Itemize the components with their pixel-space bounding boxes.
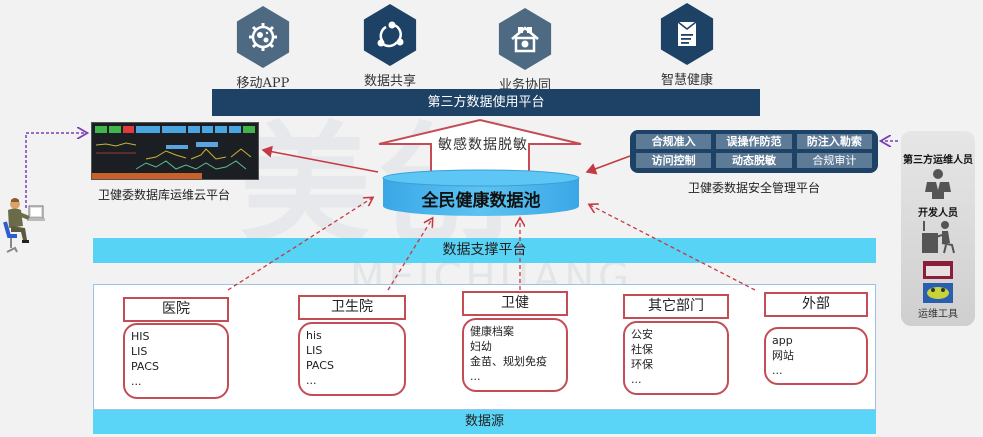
sec-item-misoperation-prevention: 误操作防范	[716, 134, 792, 149]
list-item: HIS	[131, 330, 150, 343]
desensitize-arrow-shape	[378, 118, 582, 173]
data-support-platform-bar: 数据支撑平台	[93, 238, 876, 263]
sec-item-dynamic-masking: 动态脱敏	[716, 153, 792, 168]
list-item: LIS	[131, 345, 148, 358]
health-data-pool-label: 全民健康数据池	[421, 191, 541, 211]
source-township-hospital-title: 卫生院	[298, 295, 406, 320]
list-item: 妇幼	[470, 340, 492, 353]
list-item: 金苗、规划免疫	[470, 355, 547, 368]
list-item: PACS	[131, 360, 159, 373]
developer-icon	[922, 221, 955, 254]
ops-staff-icon	[925, 169, 951, 199]
list-item: app	[772, 334, 793, 347]
source-township-hospital-list: his LIS PACS ...	[298, 322, 406, 396]
sec-item-access-control: 访问控制	[636, 153, 712, 168]
list-item: ...	[470, 370, 481, 383]
ops-tools-label: 运维工具	[918, 309, 958, 320]
app-label: 数据共享	[363, 74, 416, 89]
share-icon	[363, 4, 417, 66]
list-item: ...	[772, 364, 783, 377]
app-label: 智慧健康	[660, 73, 713, 88]
list-item: LIS	[306, 344, 323, 357]
source-health-commission-list: 健康档案 妇幼 金苗、规划免疫 ...	[462, 318, 568, 392]
list-item: 网站	[772, 349, 794, 362]
list-item: 社保	[631, 343, 653, 356]
source-other-depts-list: 公安 社保 环保 ...	[623, 321, 729, 395]
developers-label: 开发人员	[918, 208, 958, 219]
app-data-share: 数据共享	[340, 4, 440, 89]
ops-personnel-panel: 第三方运维人员 开发人员 运维工具	[901, 131, 975, 326]
health-data-pool-cylinder	[382, 169, 580, 216]
app-label: 移动APP	[236, 76, 290, 91]
ops-cloud-caption: 卫健委数据库运维云平台	[98, 188, 231, 202]
sec-item-anti-injection-ransom: 防注入勒索	[796, 134, 872, 149]
source-health-commission-title: 卫健	[462, 291, 568, 316]
list-item: ...	[306, 374, 317, 387]
third-party-ops-label: 第三方运维人员	[903, 155, 973, 166]
envelope-document-icon	[660, 3, 714, 65]
third-party-data-platform-bar: 第三方数据使用平台	[212, 89, 760, 116]
source-hospital-title: 医院	[123, 297, 229, 322]
sec-item-compliance-audit: 合规审计	[796, 153, 872, 168]
source-external-list: app 网站 ...	[764, 327, 868, 385]
data-source-bar: 数据源	[93, 410, 876, 434]
app-mobile: 移动APP	[213, 6, 313, 91]
source-other-depts-title: 其它部门	[623, 294, 729, 319]
tool-window-icon	[923, 261, 953, 279]
security-management-panel: 合规准入 误操作防范 防注入勒索 访问控制 动态脱敏 合规审计	[630, 130, 878, 173]
desensitize-label: 敏感数据脱敏	[438, 137, 528, 153]
list-item: 公安	[631, 328, 653, 341]
house-puzzle-icon	[498, 8, 552, 70]
list-item: his	[306, 329, 322, 342]
operator-person-icon	[3, 198, 45, 253]
source-hospital-list: HIS LIS PACS ...	[123, 323, 229, 399]
list-item: ...	[631, 373, 642, 386]
app-smart-health: 智慧健康	[637, 3, 737, 88]
virus-gear-icon	[236, 6, 290, 68]
security-platform-caption: 卫健委数据安全管理平台	[688, 181, 821, 195]
source-external-title: 外部	[764, 292, 868, 317]
sec-item-compliance-access: 合规准入	[636, 134, 712, 149]
list-item: 环保	[631, 358, 653, 371]
list-item: 健康档案	[470, 325, 514, 338]
list-item: ...	[131, 375, 142, 388]
app-business-collab: 业务协同	[475, 8, 575, 93]
ops-cloud-dashboard-thumbnail	[91, 122, 259, 180]
list-item: PACS	[306, 359, 334, 372]
toad-tool-icon	[923, 283, 953, 303]
